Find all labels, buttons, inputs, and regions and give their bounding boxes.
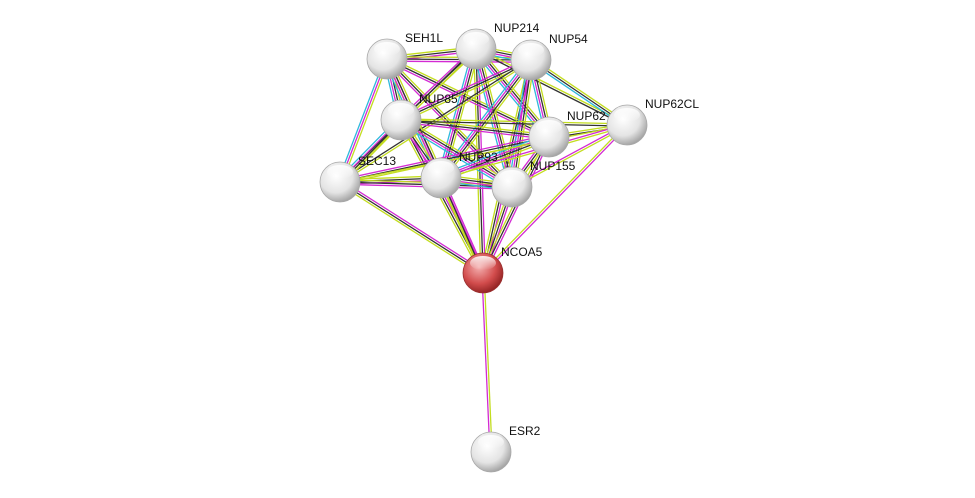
node-label: NUP62 <box>567 109 606 123</box>
node-nup214[interactable]: NUP214 <box>455 21 540 70</box>
node-label: SEC13 <box>358 154 396 168</box>
node-label: ESR2 <box>509 424 541 438</box>
edge-evidence-textmining <box>338 183 483 276</box>
edge-evidence-coexpression <box>400 120 627 127</box>
edge-evidence-databases <box>508 59 529 187</box>
edge-nup85-nup62[interactable] <box>400 117 550 140</box>
node-highlight <box>536 120 562 134</box>
node-nup85[interactable]: NUP85 <box>380 92 458 141</box>
node-nup155[interactable]: NUP155 <box>491 159 576 208</box>
edge-ncoa5-nup62cl[interactable] <box>481 123 629 275</box>
node-seh1l[interactable]: SEH1L <box>366 31 443 80</box>
edge-evidence-coexpression <box>400 119 550 138</box>
edge-evidence-databases <box>437 47 474 178</box>
edge-evidence-textmining <box>478 48 516 187</box>
node-highlight <box>614 108 640 122</box>
node-highlight <box>327 165 353 179</box>
edge-evidence-coexpression <box>339 181 484 274</box>
node-nup93[interactable]: NUP93 <box>420 150 498 199</box>
edge-evidence-textmining <box>401 117 550 136</box>
node-sec13[interactable]: SEC13 <box>319 154 396 203</box>
edge-evidence-textmining <box>401 118 628 125</box>
edge-evidence-experiments <box>399 57 531 119</box>
node-label: SEH1L <box>405 31 443 45</box>
edge-evidence-databases <box>398 122 511 191</box>
edge-evidence-experiments <box>339 58 388 183</box>
edge-ncoa5-sec13[interactable] <box>338 179 485 276</box>
node-highlight <box>478 435 504 449</box>
edge-evidence-experiments <box>400 121 549 140</box>
edge-evidence-experiments <box>511 123 627 187</box>
edge-evidence-textmining <box>341 59 390 184</box>
edge-nup62cl-sec13[interactable] <box>339 124 628 183</box>
node-label: NUP85 <box>419 92 458 106</box>
edge-nup85-nup62cl[interactable] <box>400 118 628 127</box>
node-ncoa5[interactable]: NCOA5 <box>462 245 543 294</box>
node-esr2[interactable]: ESR2 <box>470 424 541 473</box>
node-label: NUP155 <box>530 159 576 173</box>
node-highlight <box>499 170 525 184</box>
node-label: NUP54 <box>549 32 588 46</box>
edge-evidence-experiments <box>483 125 629 275</box>
node-label: NUP93 <box>459 150 498 164</box>
edge-evidence-experiments <box>340 179 485 272</box>
node-highlight <box>463 32 489 46</box>
edge-evidence-coexpression <box>476 48 514 187</box>
edge-evidence-experiments <box>339 134 549 181</box>
edge-ncoa5-esr2[interactable] <box>481 272 493 453</box>
edge-evidence-coexpression <box>401 118 513 187</box>
edge-nup62cl-nup155[interactable] <box>511 123 628 189</box>
edge-seh1l-sec13[interactable] <box>337 57 390 184</box>
node-highlight <box>374 42 400 56</box>
node-label: NCOA5 <box>501 245 543 259</box>
edge-evidence-experiments <box>474 49 512 188</box>
edge-evidence-textmining <box>481 123 627 273</box>
node-highlight <box>388 103 414 117</box>
edge-evidence-textmining <box>443 49 480 180</box>
edge-evidence-coexpression <box>475 49 627 127</box>
edge-evidence-textmining <box>512 125 628 189</box>
edge-evidence-coexpression <box>400 59 532 121</box>
node-label: NUP62CL <box>645 97 699 111</box>
edge-evidence-textmining <box>483 272 493 452</box>
edge-evidence-coexpression <box>475 48 484 274</box>
edge-evidence-databases <box>437 57 529 177</box>
edge-evidence-databases <box>337 57 386 182</box>
edge-evidence-experiments <box>439 48 476 178</box>
node-highlight <box>518 43 544 57</box>
edge-evidence-textmining <box>339 124 628 183</box>
node-highlight <box>428 161 454 175</box>
node-label: NUP214 <box>494 21 540 35</box>
node-nup54[interactable]: NUP54 <box>510 32 588 81</box>
node-nup62cl[interactable]: NUP62CL <box>606 97 699 146</box>
edge-evidence-experiments <box>384 60 511 189</box>
edge-evidence-experiments <box>481 273 491 453</box>
edge-evidence-textmining <box>402 116 515 185</box>
node-nup62[interactable]: NUP62 <box>528 109 606 158</box>
node-highlight <box>470 256 496 270</box>
edge-evidence-textmining <box>441 125 628 180</box>
